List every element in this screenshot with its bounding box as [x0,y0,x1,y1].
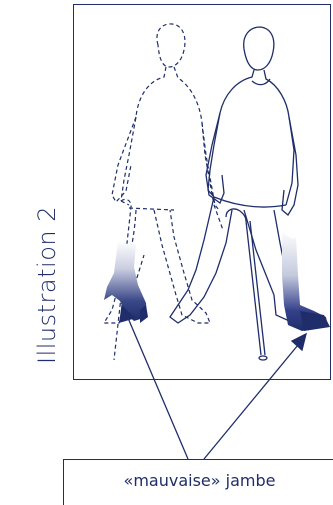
illustration-frame [73,4,331,380]
solid-back-leg [170,197,232,323]
solid-head [244,27,274,70]
dashed-hip [129,208,174,210]
bad-leg-label: «mauvaise» jambe [64,471,333,490]
dashed-walker-bad-leg [104,241,148,323]
solid-walker-figure [170,27,322,327]
dashed-bad-leg-fill [104,241,147,321]
illustration-caption: Illustration 2 [33,206,61,364]
walking-cane [226,209,267,360]
dashed-front-leg [154,210,210,323]
solid-front-arm [286,117,294,205]
solid-walker-bad-leg [282,230,330,331]
dashed-head [157,24,185,67]
solid-hip [214,197,286,207]
solid-back-arm [206,113,224,203]
dashed-torso [121,67,223,230]
dashed-back-arm [112,117,136,202]
illustration-drawing [74,5,332,381]
label-box: «mauvaise» jambe [63,459,333,505]
dashed-walker-figure [104,24,223,360]
solid-body [208,70,298,215]
